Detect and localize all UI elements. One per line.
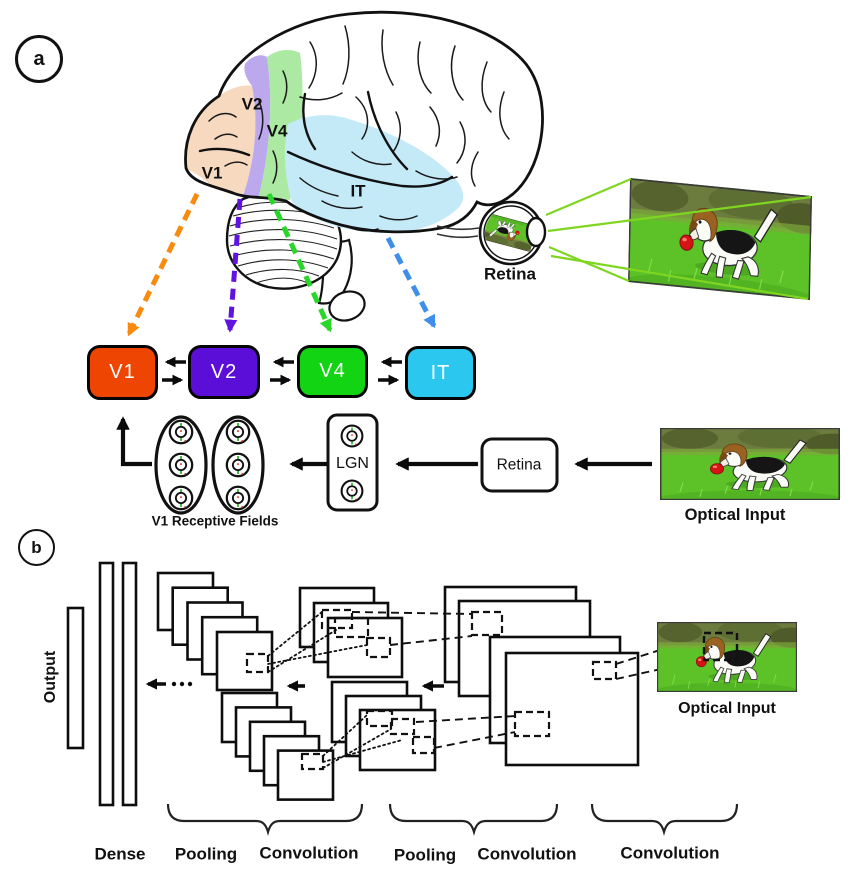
brain-region-v2: [243, 55, 271, 196]
convolution-3-label: Convolution: [620, 843, 720, 863]
v4-dashed-arrow: [266, 192, 333, 333]
optical-input-b-label: Optical Input: [678, 700, 776, 717]
v1-receptive-fields: [116, 415, 265, 515]
panel-b-marker: b: [18, 529, 55, 566]
cerebellum: [225, 192, 342, 290]
v1-dashed-arrow: [126, 192, 200, 337]
receptive-fields-label: V1 Receptive Fields: [151, 513, 279, 529]
panel-b-label: b: [31, 537, 42, 557]
ellipsis-dots: [171, 681, 193, 687]
inter-box-arrows: [162, 356, 402, 386]
output-layer: [66, 606, 85, 750]
panel-b-flow-arrows: [145, 678, 444, 692]
cortical-box-v4: V4: [297, 345, 368, 398]
brain-label-v1: V1: [201, 163, 223, 183]
panel-a-label: a: [33, 47, 45, 70]
cortical-box-it-label: IT: [430, 361, 451, 384]
pooling-stack-2: [220, 691, 335, 801]
brain-label-v2: V2: [241, 94, 263, 114]
cnn-diagram: [66, 561, 640, 807]
convolution-stack-3-lower: [488, 635, 640, 767]
eye-retina-label: Retina: [484, 264, 536, 284]
dense-layer-1: [98, 561, 115, 807]
cortical-box-v2: V2: [188, 345, 260, 399]
brain-sulci-lines: [208, 25, 510, 232]
group-braces: [166, 803, 739, 837]
dense-layer-2: [121, 561, 138, 807]
brain-region-it: [284, 115, 464, 234]
optical-input-a-label: Optical Input: [684, 505, 786, 524]
convolution-2-label: Convolution: [477, 844, 577, 864]
pooling-1-label: Pooling: [174, 844, 238, 864]
pooling-stack-1: [156, 571, 274, 692]
cortical-box-v4-label: V4: [319, 360, 346, 382]
cortical-box-v1: V1: [87, 345, 158, 400]
rf-to-v1-arrow: [116, 416, 152, 467]
projected-scene-image: [628, 178, 812, 301]
panel-a-marker: a: [15, 35, 63, 83]
cortex-to-box-arrows: [126, 192, 437, 337]
retina-box-label: Retina: [496, 456, 542, 474]
v2-dashed-arrow: [224, 198, 243, 333]
cortical-box-v1-label: V1: [109, 361, 136, 383]
pooling-2-label: Pooling: [393, 845, 457, 865]
output-label: Output: [42, 650, 59, 704]
cnn-receptive-field-boxes: [245, 608, 618, 771]
cortical-box-v2-label: V2: [210, 360, 238, 383]
brain-region-v1: [185, 85, 256, 196]
image-patch-box: [702, 631, 739, 662]
optical-input-image-a: [660, 428, 840, 501]
brain-label-it: IT: [350, 181, 366, 201]
lgn-label: LGN: [336, 455, 369, 472]
dense-label: Dense: [94, 844, 146, 864]
retina-box: [480, 437, 559, 493]
convolution-stack-1: [298, 586, 404, 679]
brain-major-sulci: [198, 90, 454, 188]
cortical-box-it: IT: [405, 346, 476, 400]
projection-lines: [545, 177, 812, 301]
convolution-1-label: Convolution: [259, 843, 359, 863]
eye-retina: [436, 200, 547, 266]
brain-lateral-view: [184, 10, 544, 234]
it-dashed-arrow: [385, 236, 437, 329]
dotted-mapping-lines: [267, 611, 403, 769]
brain-outline: [184, 10, 544, 234]
lgn-box: [326, 413, 379, 512]
brain-label-v4: V4: [266, 121, 288, 141]
